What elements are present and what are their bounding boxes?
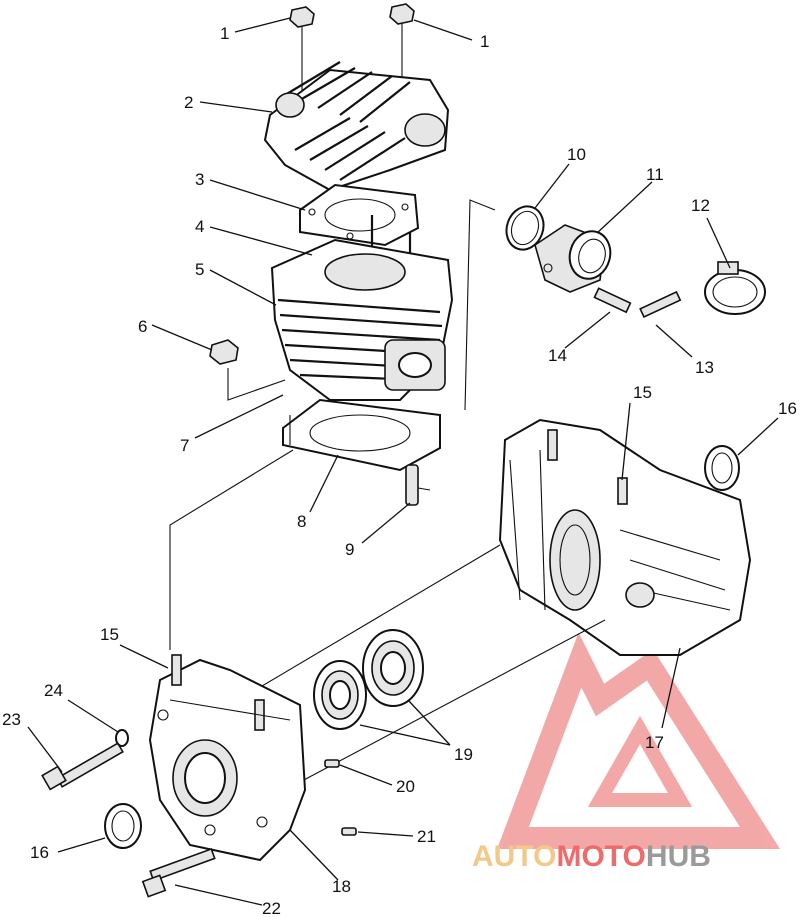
crankcase-bolt-23 [41,742,124,791]
crankcase-bolt-22 [141,847,216,898]
dowel-pin [405,464,431,506]
callout-6: 6 [138,317,147,336]
callout-16a: 16 [30,843,49,862]
watermark-logo [497,632,781,849]
callout-17: 17 [645,733,664,752]
head-nut-right [389,3,415,80]
callout-1b: 1 [480,32,489,51]
leader-lines [27,17,779,906]
watermark-moto: MOTO [556,840,645,873]
intake-bolt-14 [593,287,632,314]
watermark-auto: AUTO [472,840,556,873]
dowel-pin-20 [324,759,340,768]
callout-8: 8 [297,512,306,531]
callout-20: 20 [396,777,415,796]
callout-15b: 15 [633,383,652,402]
callout-1a: 1 [220,24,229,43]
intake-manifold [534,224,612,293]
assembly-line-base [169,449,294,650]
callout-13: 13 [695,358,714,377]
assembly-line-intake [464,199,496,411]
callout-16b: 16 [778,399,797,418]
callout-9: 9 [345,540,354,559]
crankcase-right [498,418,752,656]
callout-7: 7 [180,436,189,455]
callout-18: 18 [332,877,351,896]
callout-4: 4 [195,217,204,236]
callout-22: 22 [262,899,281,917]
oil-seal-left [104,803,142,849]
callout-3: 3 [195,170,204,189]
callout-11: 11 [646,165,664,184]
callout-5: 5 [195,260,204,279]
dowel-pin-21 [341,827,357,836]
cylinder-nut [209,339,286,401]
watermark-text: AUTOMOTOHUB [472,840,711,873]
main-bearing-2 [362,629,424,707]
callout-2: 2 [184,93,193,112]
washer-24 [115,729,129,747]
callout-12: 12 [691,196,710,215]
callout-23: 23 [2,710,21,729]
cylinder-head [263,61,450,192]
crankcase-left [148,654,307,862]
callout-labels: 1 1 2 3 4 5 6 7 8 9 10 11 12 13 14 15 15… [2,24,797,917]
cylinder [270,215,454,401]
watermark-hub: HUB [646,840,711,873]
head-gasket [299,183,420,247]
intake-bolt-13 [639,290,682,319]
base-gasket [282,398,441,472]
oil-seal-right [704,445,740,491]
callout-10: 10 [567,145,586,164]
callout-19: 19 [454,745,473,764]
hose-clamp [704,261,766,315]
head-nut-left [289,6,315,95]
assembly-line-upper [229,544,501,706]
main-bearing-1 [313,660,367,730]
callout-21: 21 [417,827,436,846]
o-ring [505,205,545,251]
callout-15a: 15 [100,625,119,644]
callout-24: 24 [44,681,63,700]
callout-14: 14 [548,346,567,365]
